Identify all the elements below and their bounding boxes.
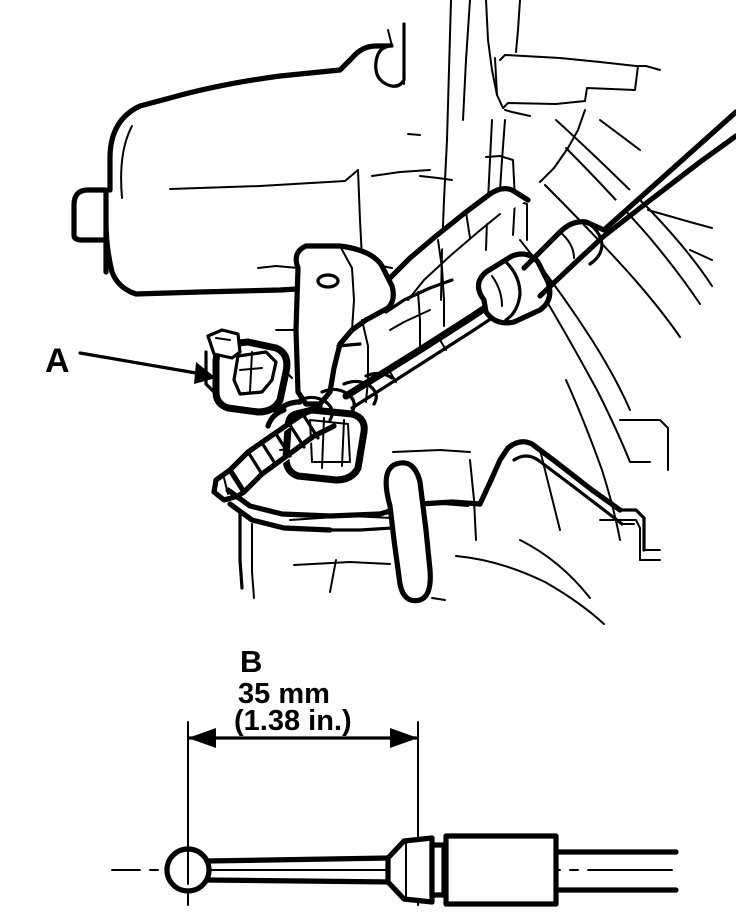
callout-a-arrow-head — [194, 362, 216, 384]
upper-linkage-arm — [387, 186, 531, 347]
lower-duct-routing — [225, 439, 661, 604]
adjuster-lock-clip — [265, 371, 394, 429]
lower-illustration: B 35 mm (1.38 in.) — [111, 644, 679, 907]
dimension-imperial-label: (1.38 in.) — [234, 705, 352, 737]
ferrule-neck — [429, 842, 447, 898]
outer-cable-upper — [521, 109, 736, 299]
dimension-arrow-head-left — [188, 728, 216, 748]
callout-b-label: B — [240, 644, 262, 679]
callout-a: A — [45, 342, 216, 384]
dimension-arrow-head-right — [390, 728, 418, 748]
dimension-metric-label: 35 mm — [238, 678, 330, 710]
upper-illustration — [71, 0, 736, 625]
callout-a-label: A — [45, 342, 70, 380]
cable-rod-bottom — [204, 877, 393, 885]
tapered-ferrule — [385, 835, 435, 905]
front-retainer-bracket — [204, 328, 242, 394]
threaded-adjuster — [211, 403, 337, 503]
callout-a-arrow-line — [78, 351, 198, 375]
cable-rod-top — [204, 855, 393, 864]
ferrule-body — [443, 833, 559, 907]
motor-top-boss — [374, 22, 406, 88]
wiper-motor-housing — [71, 43, 431, 297]
cable-grommet-housing — [475, 251, 553, 326]
